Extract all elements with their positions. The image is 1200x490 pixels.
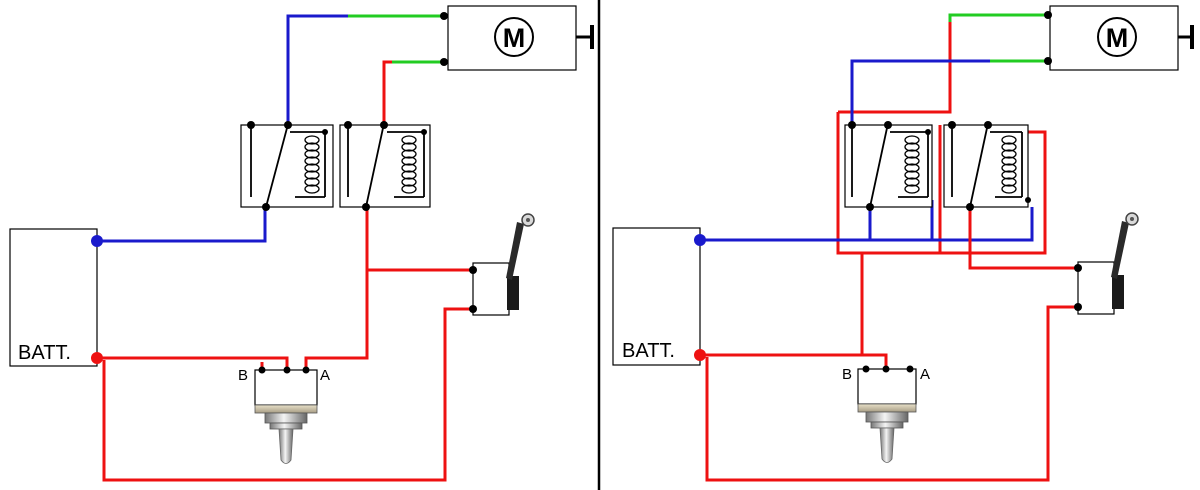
wire-red-outer-frame: [838, 22, 952, 114]
relay-left-2: [339, 121, 431, 211]
battery-negative-terminal: [694, 234, 706, 246]
relay-right-2: [943, 121, 1031, 211]
toggle-switch-right: B A: [842, 365, 930, 463]
battery-positive-terminal: [91, 352, 103, 364]
battery-left: BATT.: [9, 228, 103, 367]
wire-red-relay2-to-motor: [382, 60, 392, 125]
wire-red-loop-to-limit: [102, 307, 473, 482]
wire-blue-batt-to-relay1: [97, 207, 267, 243]
wire-green-motor-top: [948, 13, 1048, 22]
motor-label: M: [503, 23, 526, 53]
battery-label: BATT.: [622, 340, 675, 362]
wire-blue-relay1-to-motor: [286, 14, 348, 125]
motor-left: M: [440, 5, 594, 71]
diagram-right: M: [612, 5, 1194, 482]
wire-red-relay2-to-limit: [968, 207, 1078, 270]
battery-positive-terminal: [694, 349, 706, 361]
toggle-switch-left: B A: [238, 366, 330, 464]
battery-negative-terminal: [91, 235, 103, 247]
battery-label: BATT.: [18, 342, 71, 364]
wire-red-batt-to-switch-b: [97, 356, 289, 370]
wire-red-relay2-to-limit: [365, 207, 473, 272]
switch-terminal-b: B: [842, 366, 852, 383]
relay-right-1: [844, 121, 933, 211]
wire-blue-batt-to-relays: [700, 207, 1034, 242]
motor-label: M: [1106, 23, 1129, 53]
wires-left: [97, 14, 473, 482]
battery-right: BATT.: [612, 227, 706, 366]
motor-right: M: [1044, 5, 1194, 71]
wire-red-loop-to-limit: [705, 305, 1078, 482]
diagram-left: M: [9, 5, 594, 482]
switch-terminal-a: A: [320, 367, 330, 384]
wire-red-relay-to-switch-b: [860, 253, 888, 370]
wire-red-frame-left: [836, 112, 942, 255]
switch-terminal-a: A: [920, 366, 930, 383]
wire-red-right-loop: [940, 130, 1047, 255]
switch-terminal-b: B: [238, 367, 248, 384]
wire-red-switch-a-to-relay2: [304, 270, 369, 370]
limit-switch-right: [1074, 212, 1139, 315]
wire-blue-relay-to-motor: [850, 59, 990, 125]
limit-switch-left: [469, 213, 535, 316]
relay-left-1: [240, 121, 334, 211]
